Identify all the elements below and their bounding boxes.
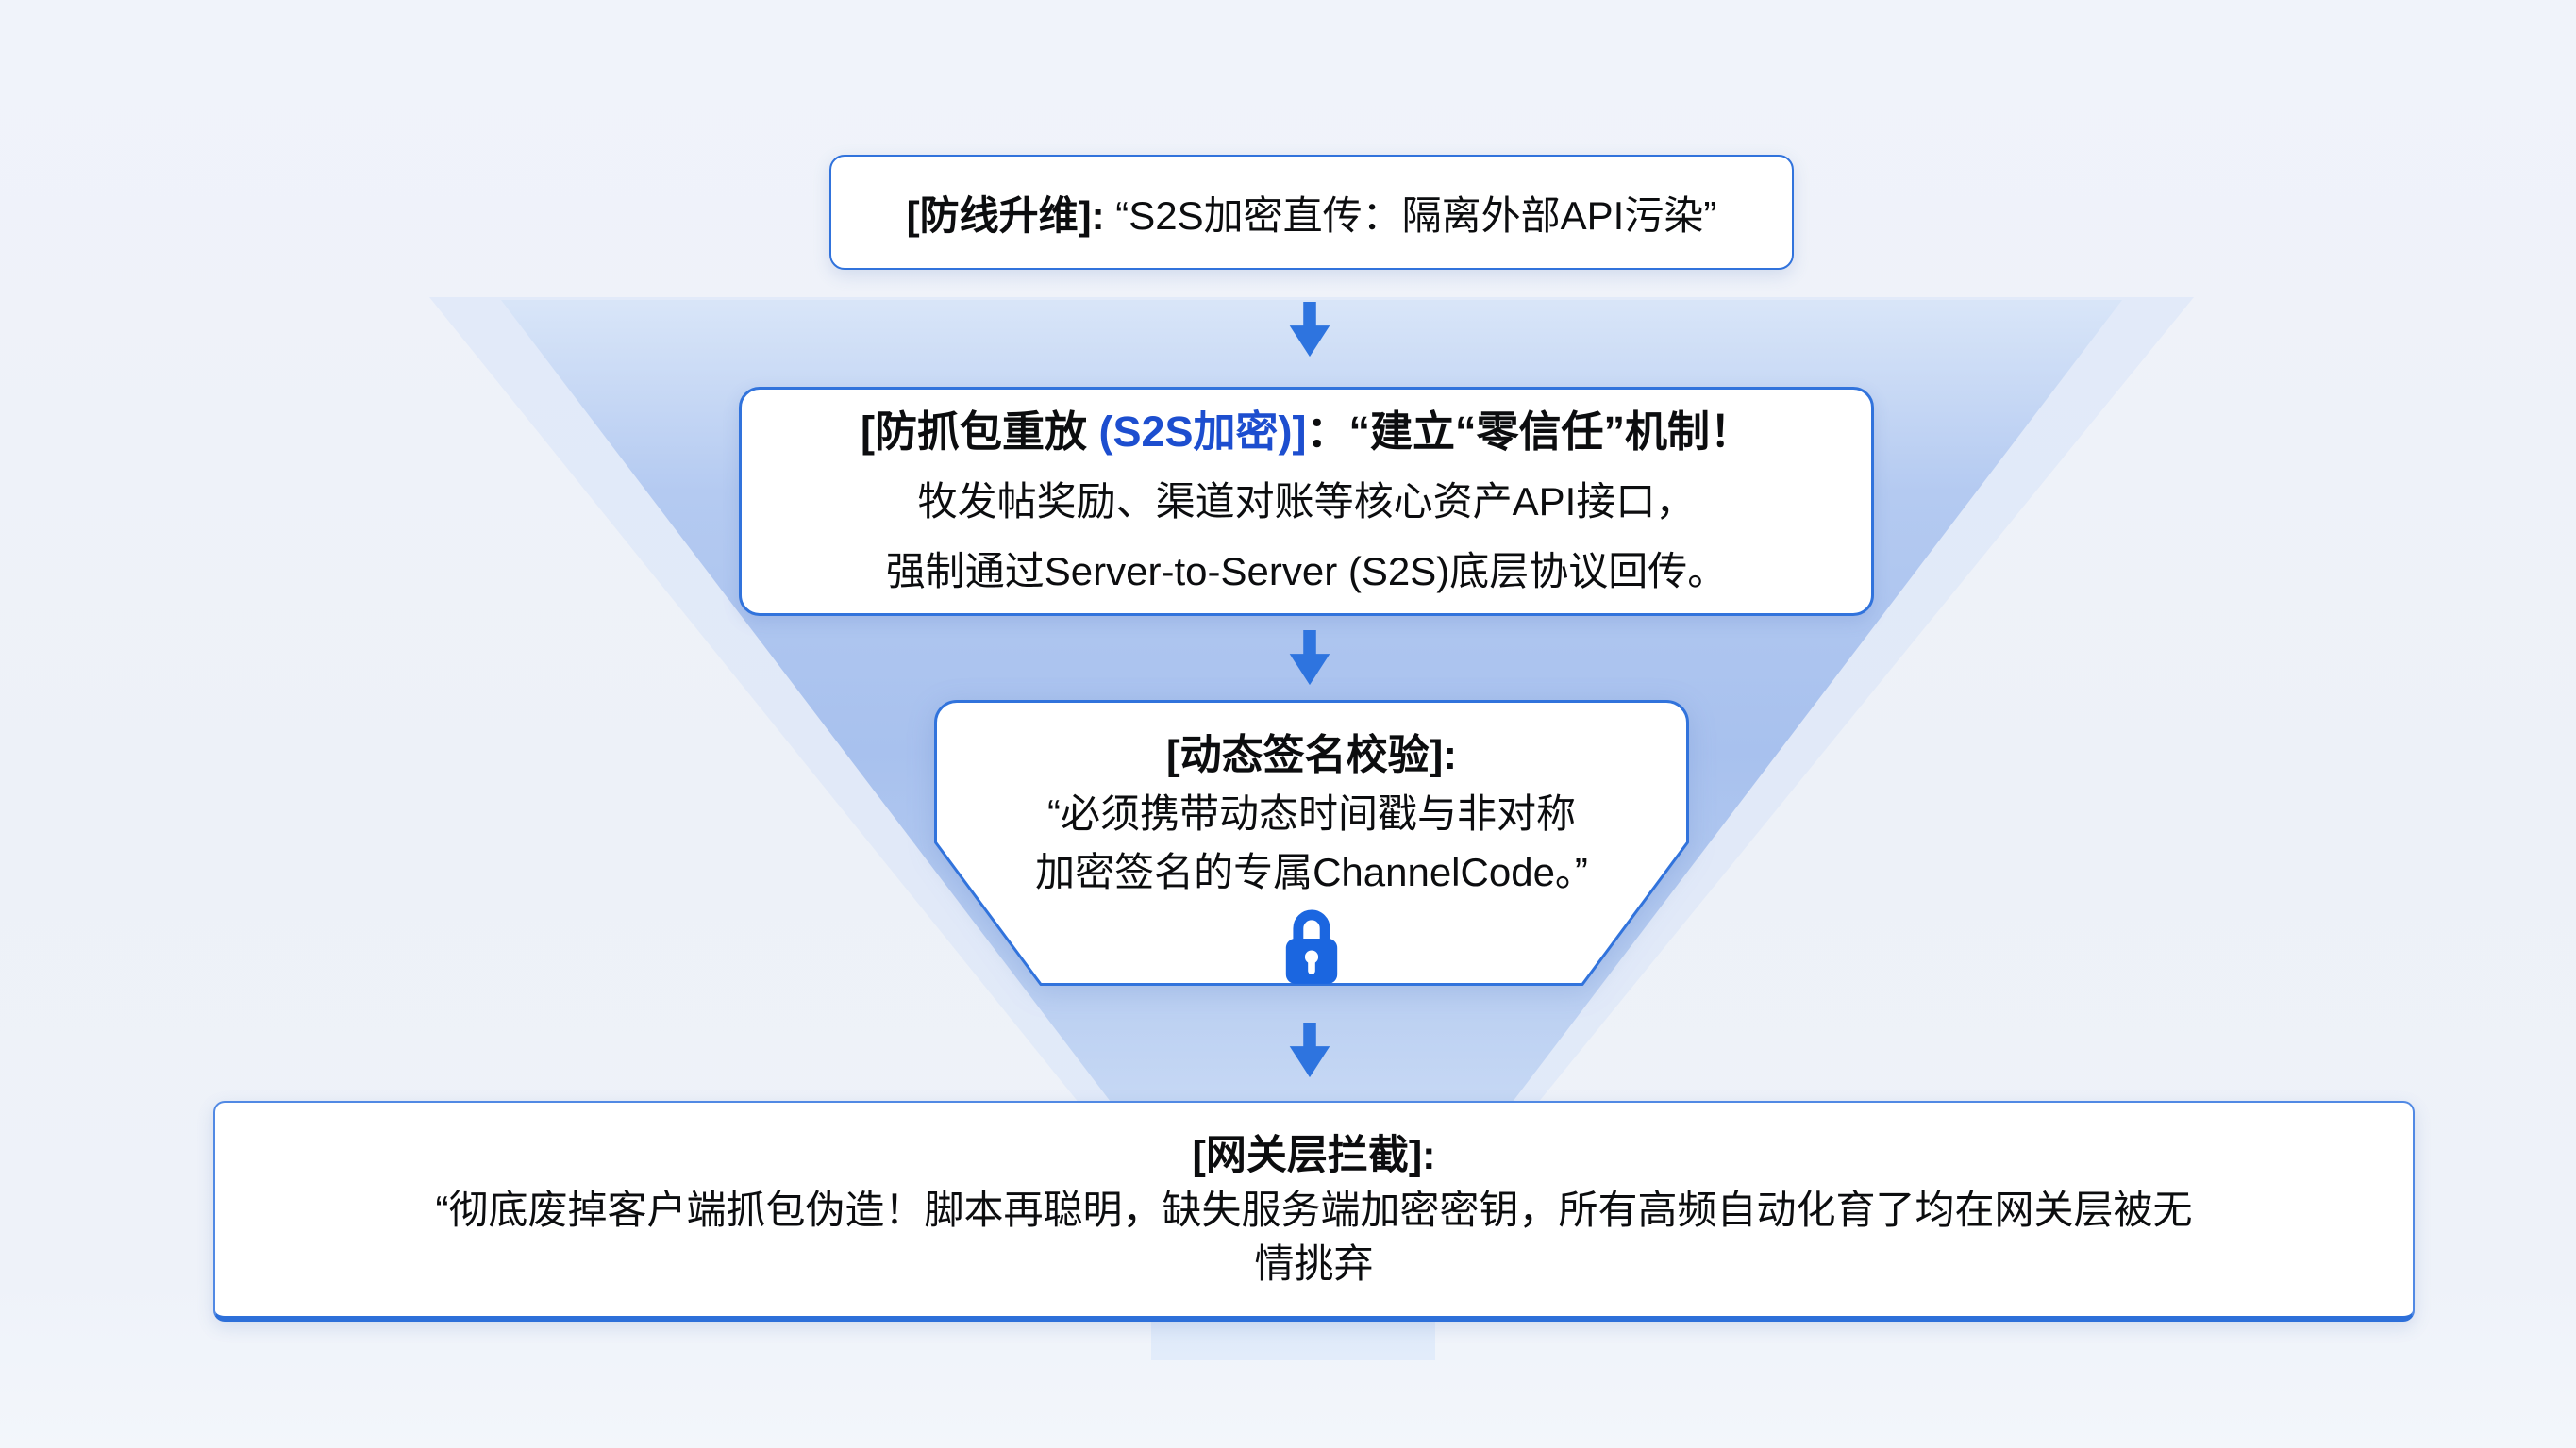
box-gateway-interception-line1: “彻底废掉客户端抓包伪造！脚本再聪明，缺失服务端加密密钥，所有高频自动化育了均在…	[435, 1187, 2193, 1232]
box-dynamic-signature-line1: “必须携带动态时间戳与非对称	[1047, 791, 1576, 836]
box-anti-capture-replay-line2: 牧发帖奖励、渠道对账等核心资产API接口，	[917, 478, 1696, 524]
box-defense-upgrade-text: [防线升维]: “S2S加密直传：隔离外部API污染”	[907, 184, 1717, 241]
box-anti-capture-replay-line3: 强制通过Server-to-Server (S2S)底层协议回传。	[885, 548, 1728, 593]
box-gateway-interception-line2: 情挑弃	[1254, 1240, 1374, 1286]
hexagon-shape	[934, 700, 1689, 986]
box-anti-capture-replay: [防抓包重放 (S2S加密)]：“建立“零信任”机制！ 牧发帖奖励、渠道对账等核…	[739, 387, 1874, 616]
down-arrow-icon	[1289, 1023, 1330, 1078]
box-gateway-interception-title: [网关层拦截]:	[1192, 1132, 1436, 1178]
down-arrow-icon	[1289, 630, 1330, 686]
box-dynamic-signature: [动态签名校验]: “必须携带动态时间戳与非对称 加密签名的专属ChannelC…	[934, 700, 1689, 986]
box-defense-upgrade-body: “S2S加密直传：隔离外部API污染”	[1104, 192, 1717, 238]
title-rest-part: ：“建立“零信任”机制！	[1306, 407, 1753, 456]
box-gateway-interception: [网关层拦截]: “彻底废掉客户端抓包伪造！脚本再聪明，缺失服务端加密密钥，所有…	[213, 1101, 2415, 1322]
box-defense-upgrade: [防线升维]: “S2S加密直传：隔离外部API污染”	[829, 155, 1794, 270]
title-blue-part: (S2S加密)]	[1098, 407, 1307, 456]
box-defense-upgrade-title: [防线升维]:	[906, 192, 1105, 238]
title-black-part: [防抓包重放	[860, 407, 1099, 456]
box-dynamic-signature-title: [动态签名校验]:	[1166, 732, 1457, 778]
box-dynamic-signature-line2: 加密签名的专属ChannelCode。”	[1035, 850, 1588, 894]
box-anti-capture-replay-title: [防抓包重放 (S2S加密)]：“建立“零信任”机制！	[861, 397, 1752, 467]
down-arrow-icon	[1289, 302, 1330, 358]
lock-icon	[1285, 909, 1338, 984]
